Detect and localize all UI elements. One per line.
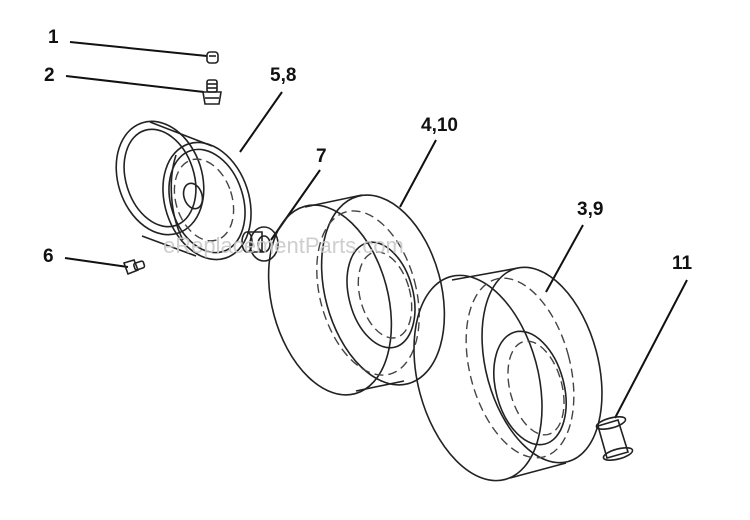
valve-stem-part — [202, 79, 222, 105]
rear-tire-part — [413, 266, 603, 482]
callout-label-5-8: 5,8 — [270, 65, 296, 86]
leader-line-11 — [614, 279, 688, 419]
callout-label-11: 11 — [672, 253, 693, 274]
front-tire-part — [267, 194, 446, 396]
callout-label-3-9: 3,9 — [577, 199, 603, 220]
valve-cap-part — [206, 51, 219, 64]
watermark-text: eReplacementParts.com — [163, 233, 404, 258]
callout-label-6: 6 — [43, 246, 54, 267]
leader-line-2 — [65, 75, 205, 93]
wheel-rim-part — [115, 120, 252, 261]
callout-label-4-10: 4,10 — [421, 115, 458, 136]
leader-line-5-8 — [239, 91, 283, 153]
leader-line-4-10 — [399, 139, 437, 208]
callout-label-7: 7 — [316, 146, 327, 167]
leader-line-1 — [69, 41, 208, 57]
bushing-part — [595, 416, 634, 461]
leader-line-3-9 — [545, 224, 584, 293]
leader-line-6 — [64, 257, 129, 268]
lug-bolt-part — [122, 259, 146, 276]
callout-label-1: 1 — [48, 27, 59, 48]
callout-label-2: 2 — [44, 65, 55, 86]
washer-part — [241, 226, 279, 262]
